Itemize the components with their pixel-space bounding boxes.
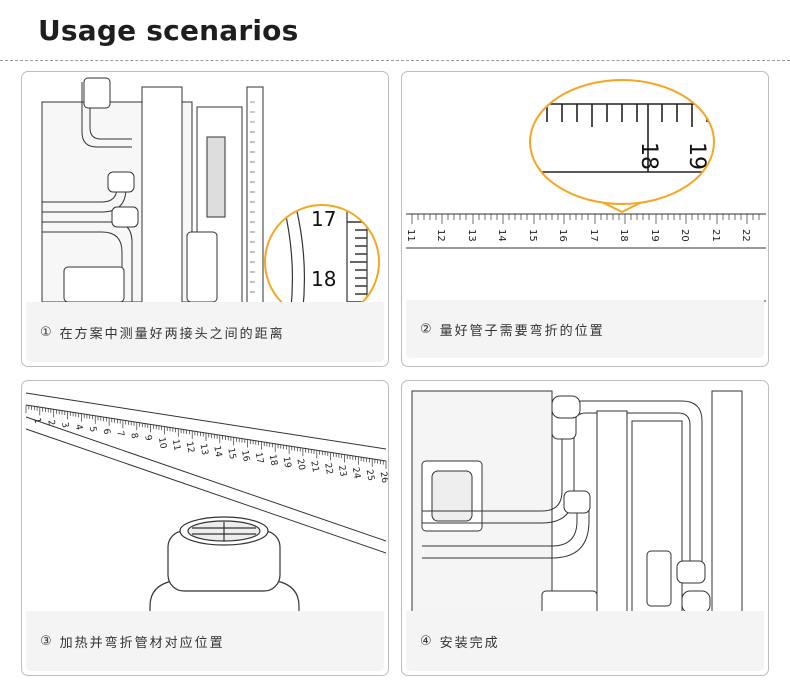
step-card-4: ④ 安装完成 xyxy=(401,380,769,676)
ruler-label-19-zoom: 19 xyxy=(684,142,709,170)
ruler-tick-label: 26 xyxy=(378,471,389,484)
ruler-tick-20: 20 xyxy=(679,229,690,242)
ruler-tick-label: 22 xyxy=(322,462,334,475)
ruler-tick-label: 2 xyxy=(45,419,56,426)
step-number: ④ xyxy=(420,633,432,649)
ruler-tick-17: 17 xyxy=(588,229,599,242)
step-number: ② xyxy=(420,321,432,337)
ruler-tick-19: 19 xyxy=(649,229,660,242)
measure-distance-illustration: 17 18 19 xyxy=(26,76,386,312)
step-label: 量好管子需要弯折的位置 xyxy=(439,323,605,339)
ruler-tick-label: 18 xyxy=(267,454,279,467)
ruler-tick-label: 7 xyxy=(114,430,125,437)
title-divider xyxy=(0,60,790,61)
ruler-tick-label: 10 xyxy=(156,436,168,449)
step-caption: ② 量好管子需要弯折的位置 xyxy=(406,300,764,358)
ruler-tick-label: 16 xyxy=(239,449,251,462)
ruler-tick-16: 16 xyxy=(557,229,568,242)
step-label: 在方案中测量好两接头之间的距离 xyxy=(59,326,285,342)
ruler-tick-label: 4 xyxy=(73,424,84,432)
ruler-label-17: 17 xyxy=(311,207,336,231)
mark-bend-position-illustration: 18 19 xyxy=(405,79,766,302)
ruler-tick-11: 11 xyxy=(405,229,416,242)
ruler-tick-label: 20 xyxy=(294,458,306,471)
step-label: 安装完成 xyxy=(439,635,500,651)
heat-gun xyxy=(149,516,300,621)
ruler-tick-15: 15 xyxy=(527,229,538,242)
ruler-tick-label: 8 xyxy=(128,432,139,440)
ruler-tick-label: 17 xyxy=(253,452,265,465)
ruler-tick-label: 25 xyxy=(364,469,376,482)
ruler-tick-12: 12 xyxy=(435,229,446,242)
ruler: 11 12 13 14 15 16 17 18 19 20 21 22 xyxy=(405,213,766,302)
ruler-tick-label: 3 xyxy=(59,421,70,428)
step-caption: ④ 安装完成 xyxy=(406,611,764,671)
ruler-tick-22: 22 xyxy=(740,229,751,242)
step-caption: ① 在方案中测量好两接头之间的距离 xyxy=(26,302,384,362)
ruler-tick-label: 12 xyxy=(184,441,196,454)
ruler-label-18-zoom: 18 xyxy=(636,142,661,170)
ruler-tick-label: 9 xyxy=(142,434,153,442)
ruler-tick-14: 14 xyxy=(496,229,507,242)
step-card-1: 17 18 19 ① 在方案中测量好两接头之间的距离 xyxy=(21,71,389,367)
ruler-tick-label: 15 xyxy=(225,447,237,460)
step-number: ③ xyxy=(40,633,52,649)
ruler-tick-label: 1 xyxy=(31,417,42,424)
step-number: ① xyxy=(40,324,52,340)
ruler-tick-label: 13 xyxy=(198,443,210,456)
step-label: 加热并弯折管材对应位置 xyxy=(59,635,225,651)
ruler-tick-label: 21 xyxy=(308,460,320,473)
ruler-tick-label: 14 xyxy=(211,445,223,458)
ruler-tick-21: 21 xyxy=(710,229,721,242)
ruler-tick-label: 5 xyxy=(87,426,98,433)
page-title: Usage scenarios xyxy=(38,14,299,47)
ruler-tick-18: 18 xyxy=(618,229,629,242)
installation-complete-illustration xyxy=(411,390,743,617)
ruler-label-18: 18 xyxy=(311,267,336,291)
ruler-tick-label: 24 xyxy=(350,467,362,480)
magnifier-callout: 18 19 xyxy=(529,79,715,214)
ruler-tick-label: 11 xyxy=(170,439,182,452)
ruler-tick-label: 19 xyxy=(281,456,293,469)
magnifier-callout: 17 18 19 xyxy=(264,204,380,312)
ruler-tick-13: 13 xyxy=(466,229,477,242)
ruler-tick-label: 23 xyxy=(336,464,348,477)
step-caption: ③ 加热并弯折管材对应位置 xyxy=(26,611,384,671)
ruler-tick-label: 6 xyxy=(101,428,112,436)
step-card-2: 18 19 xyxy=(401,71,769,367)
